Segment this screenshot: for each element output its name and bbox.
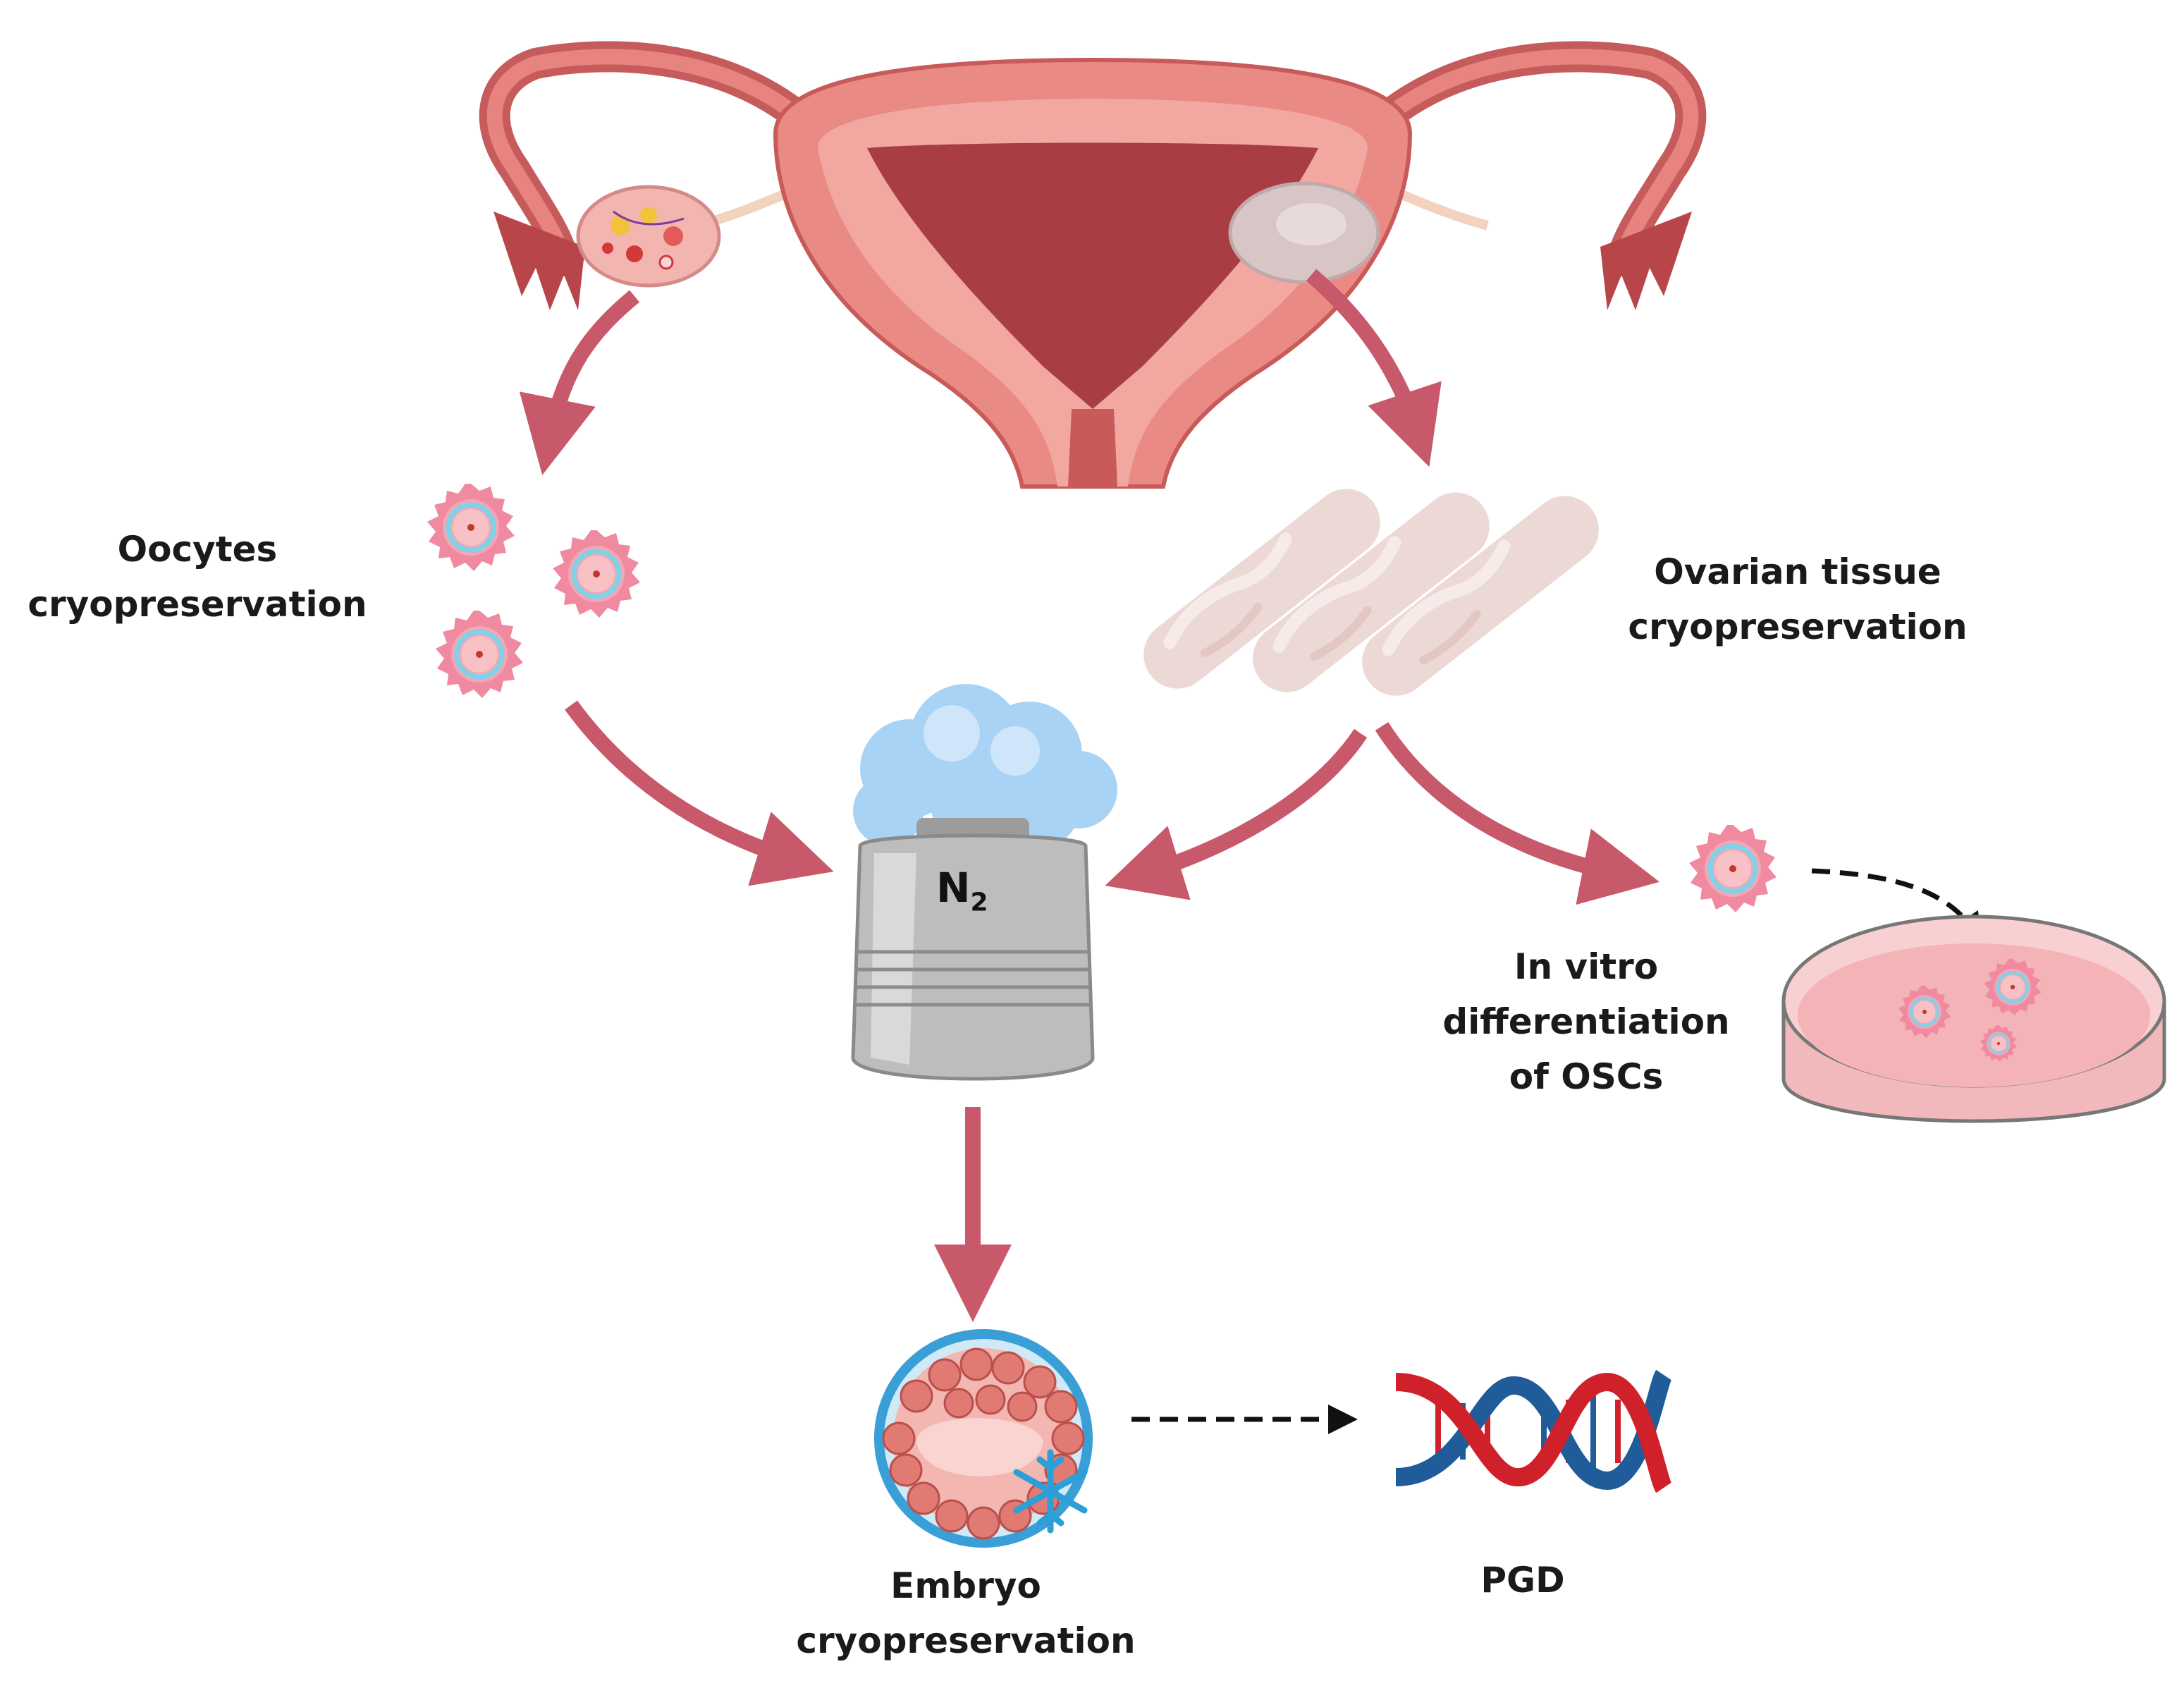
invitro-group xyxy=(1689,825,2166,1123)
embryo-label: Embryo cryopreservation xyxy=(796,1565,1136,1661)
oocyte-icon xyxy=(427,484,515,571)
arrow-tissue-to-tank xyxy=(1105,728,1368,900)
dashed-arrow-to-dish xyxy=(1811,868,1982,943)
pgd-label: PGD xyxy=(1480,1560,1565,1601)
dna-helix-icon xyxy=(1395,1369,1672,1493)
oocytes-label: Oocytes cryopreservation xyxy=(27,529,367,625)
snowflake-icon xyxy=(1013,1449,1088,1534)
arrow-ovary-to-tissue xyxy=(1306,269,1442,467)
oocyte-icon xyxy=(436,611,523,698)
ovarian-tissue-label: Ovarian tissue cryopreservation xyxy=(1628,551,1968,647)
ovarian-tissue-group xyxy=(1130,475,1612,709)
tank-n2-label: N2 xyxy=(936,864,988,917)
arrows xyxy=(519,269,1660,1322)
nitrogen-tank-icon xyxy=(851,684,1117,1081)
oocyte-icon xyxy=(553,530,640,618)
petri-dish-icon xyxy=(1781,915,2166,1123)
arrow-oocytes-to-tank xyxy=(565,700,834,886)
arrow-ovary-to-oocytes xyxy=(519,290,640,475)
oocytes-group xyxy=(427,484,640,698)
embryo-icon xyxy=(874,1329,1093,1548)
oocyte-icon xyxy=(1689,825,1777,912)
arrow-tissue-to-invitro xyxy=(1375,722,1660,905)
invitro-label: In vitro differentiation of OSCs xyxy=(1442,946,1730,1097)
uterus-icon xyxy=(479,41,1707,489)
